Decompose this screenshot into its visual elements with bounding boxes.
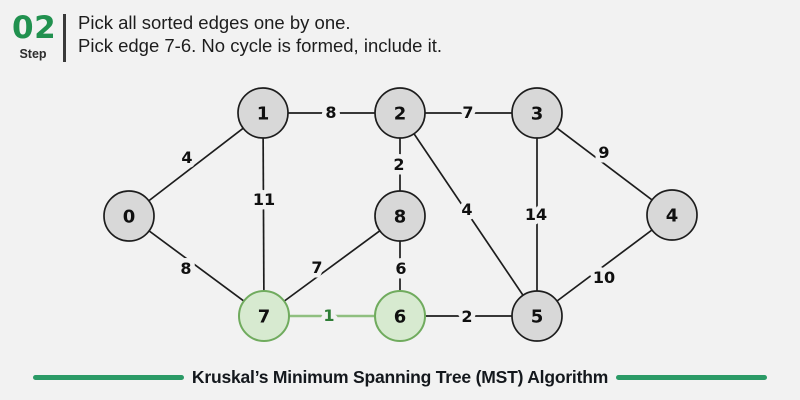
edge-2-5 bbox=[399, 112, 538, 317]
edge-weight-1-2: 8 bbox=[325, 103, 336, 122]
edge-weight-7-8: 7 bbox=[311, 258, 322, 277]
edge-0-1 bbox=[128, 112, 264, 217]
edge-weight-6-8: 6 bbox=[395, 259, 406, 278]
edge-weight-3-5: 14 bbox=[525, 205, 547, 224]
node-2: 2 bbox=[374, 87, 426, 139]
node-3: 3 bbox=[511, 87, 563, 139]
edge-weight-2-3: 7 bbox=[462, 103, 473, 122]
node-5: 5 bbox=[511, 290, 563, 342]
step-divider bbox=[63, 14, 66, 62]
edge-3-4 bbox=[536, 112, 673, 216]
node-4: 4 bbox=[646, 189, 698, 241]
node-6: 6 bbox=[374, 290, 426, 342]
node-label-3: 3 bbox=[531, 103, 544, 124]
step-number: 02 bbox=[12, 10, 57, 46]
node-label-4: 4 bbox=[666, 205, 679, 226]
edge-weight-7-6: 1 bbox=[323, 306, 334, 325]
edge-1-7 bbox=[262, 112, 265, 317]
edge-weight-0-1: 4 bbox=[181, 148, 192, 167]
node-label-1: 1 bbox=[257, 103, 270, 124]
edge-weight-3-4: 9 bbox=[598, 143, 609, 162]
node-label-8: 8 bbox=[394, 206, 407, 227]
title-rule-right bbox=[616, 375, 768, 380]
footer: Kruskal’s Minimum Spanning Tree (MST) Al… bbox=[0, 367, 800, 388]
step-label: Step bbox=[19, 47, 47, 61]
edge-weight-4-5: 10 bbox=[593, 268, 615, 287]
edge-weight-5-6: 2 bbox=[461, 307, 472, 326]
edge-4-5 bbox=[536, 214, 673, 317]
node-label-2: 2 bbox=[394, 103, 407, 124]
step-description: Pick all sorted edges one by one. Pick e… bbox=[78, 12, 442, 57]
title-rule-left bbox=[32, 375, 184, 380]
step-description-line2: Pick edge 7-6. No cycle is formed, inclu… bbox=[78, 34, 442, 56]
edge-7-8 bbox=[263, 215, 401, 317]
node-8: 8 bbox=[374, 190, 426, 242]
edge-weight-2-5: 4 bbox=[461, 200, 472, 219]
node-label-7: 7 bbox=[258, 306, 271, 327]
edge-weight-1-7: 11 bbox=[253, 190, 275, 209]
node-label-0: 0 bbox=[123, 206, 136, 227]
edge-0-7 bbox=[128, 215, 265, 317]
node-label-6: 6 bbox=[394, 306, 407, 327]
step-description-line1: Pick all sorted edges one by one. bbox=[78, 12, 351, 33]
node-1: 1 bbox=[237, 87, 289, 139]
edge-weight-0-7: 8 bbox=[180, 259, 191, 278]
node-7: 7 bbox=[238, 290, 290, 342]
page-title: Kruskal’s Minimum Spanning Tree (MST) Al… bbox=[191, 367, 609, 387]
edge-weight-2-8: 2 bbox=[393, 155, 404, 174]
node-label-5: 5 bbox=[531, 306, 544, 327]
node-0: 0 bbox=[103, 190, 155, 242]
